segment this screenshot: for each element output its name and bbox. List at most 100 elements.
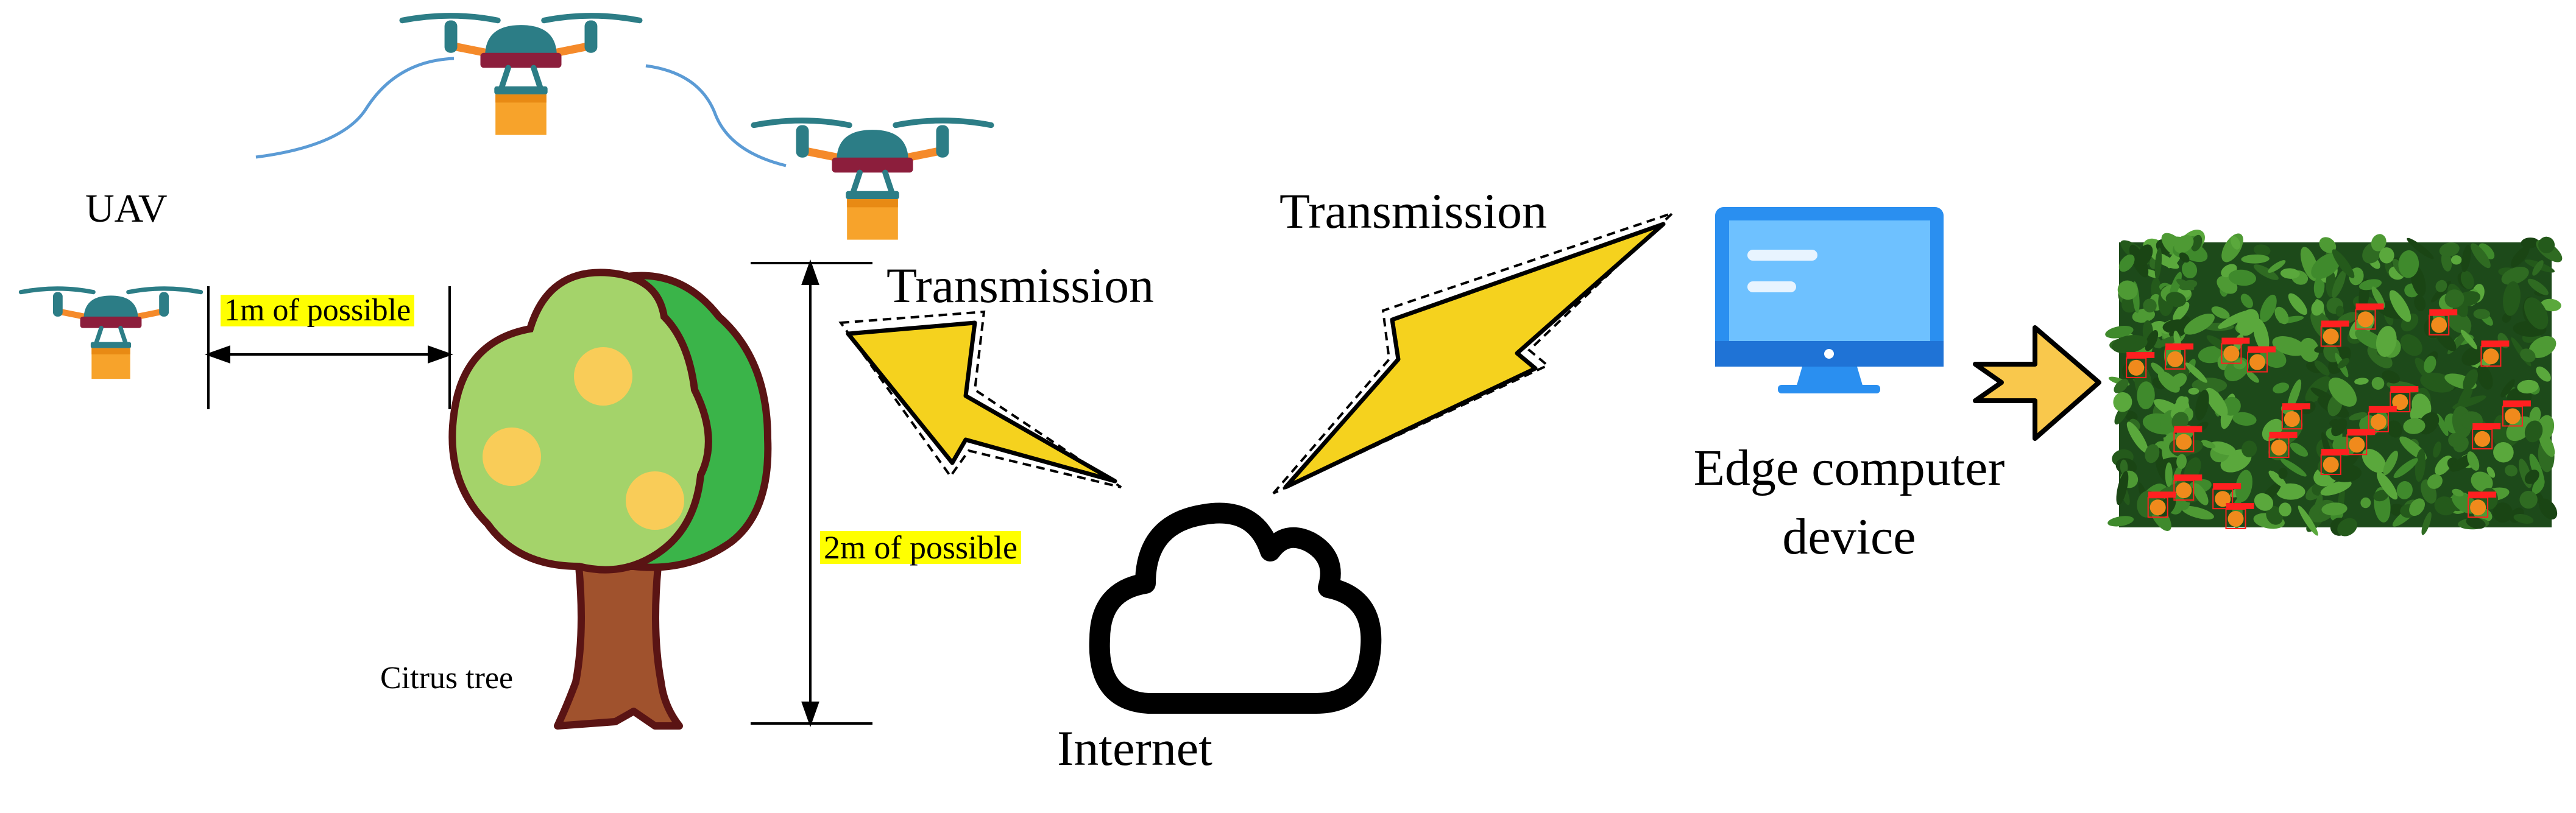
leaf: [2228, 269, 2257, 286]
leaf: [2165, 462, 2173, 487]
leaf: [2246, 371, 2259, 383]
leaf: [2486, 466, 2496, 478]
leaf: [2521, 238, 2539, 248]
leaf: [2436, 414, 2449, 437]
leaf: [2145, 329, 2159, 351]
leaf: [2376, 326, 2397, 357]
detection-tag: [2174, 426, 2203, 432]
leaf: [2382, 370, 2400, 384]
leaf: [2479, 243, 2495, 259]
leaf: [2273, 382, 2290, 393]
leaf: [2493, 502, 2513, 523]
leaf: [2460, 329, 2477, 350]
leaf: [2260, 294, 2277, 323]
leaf: [2335, 305, 2344, 317]
detected-orange: [2357, 311, 2374, 328]
leaf: [2135, 244, 2153, 267]
leaf: [2253, 264, 2279, 280]
leaf: [2435, 280, 2447, 292]
vertical-distance-marker: [751, 259, 872, 728]
leaf: [2524, 297, 2549, 329]
leaf: [2184, 313, 2215, 335]
leaf: [2339, 447, 2360, 470]
detection-tag: [2213, 483, 2242, 490]
detection-tag: [2174, 474, 2203, 481]
detected-orange: [2128, 359, 2145, 376]
leaf: [2268, 260, 2286, 273]
leaf: [2396, 481, 2413, 499]
orchard-photo: [2105, 230, 2563, 537]
leaf: [2400, 334, 2422, 356]
leaf: [2349, 412, 2368, 421]
monitor-icon: [1715, 207, 1944, 393]
detection-tag: [2468, 491, 2497, 498]
leaf: [2253, 318, 2270, 352]
detected-orange: [2271, 439, 2287, 456]
detection-tag: [2165, 343, 2194, 350]
leaf: [2313, 493, 2323, 521]
leaf: [2398, 250, 2419, 278]
leaf: [2272, 336, 2307, 356]
leaf: [2118, 254, 2135, 272]
leaf: [2510, 246, 2530, 267]
fruit-icon: [626, 471, 684, 530]
leaf: [2170, 373, 2187, 388]
leaf: [2433, 441, 2441, 458]
leaf: [2254, 493, 2274, 511]
leaf: [2373, 490, 2389, 502]
leaf: [2113, 392, 2132, 412]
detected-orange: [2249, 354, 2265, 370]
leaf: [2504, 465, 2518, 477]
leaf: [2205, 387, 2228, 417]
leaf: [2415, 448, 2426, 482]
leaf: [2527, 278, 2549, 295]
leaf: [2174, 234, 2194, 253]
fruit-icon: [483, 428, 541, 486]
leaf: [2137, 381, 2155, 410]
leaf: [2176, 454, 2187, 470]
leaf: [2311, 253, 2341, 280]
detection-tag: [2502, 400, 2531, 407]
detection-tag: [2429, 309, 2458, 315]
leaf: [2145, 444, 2160, 463]
leaf: [2232, 412, 2257, 426]
leaf: [2337, 518, 2357, 537]
leaf: [2461, 245, 2471, 272]
leaf: [2313, 275, 2325, 298]
leaf: [2201, 440, 2216, 449]
leaf: [2165, 292, 2187, 308]
detection-tag: [2269, 431, 2298, 438]
leaf: [2242, 440, 2257, 457]
leaf: [2513, 513, 2534, 524]
leaf: [2105, 325, 2134, 339]
leaf: [2501, 267, 2529, 285]
leaf: [2328, 377, 2357, 407]
detected-orange: [2227, 510, 2244, 527]
detected-orange: [2167, 351, 2184, 367]
flight-path-curve-left: [255, 57, 455, 159]
leaf: [2181, 505, 2214, 519]
leaf: [2532, 260, 2544, 276]
leaf: [2278, 467, 2288, 479]
leaf: [2319, 237, 2337, 253]
leaf: [2170, 396, 2189, 419]
leaf: [2383, 451, 2398, 476]
leaf: [2280, 268, 2300, 279]
leaf: [2387, 420, 2402, 438]
leaf: [2211, 306, 2230, 319]
leaf: [2471, 471, 2493, 492]
leaf: [2367, 345, 2393, 368]
leaf: [2473, 309, 2490, 320]
leaf: [2539, 498, 2558, 520]
detected-orange: [2474, 431, 2491, 447]
leaf: [2528, 336, 2557, 358]
leaf: [2237, 309, 2259, 336]
leaf: [2536, 366, 2551, 382]
leaf: [2231, 236, 2241, 250]
detection-tag: [2226, 502, 2254, 509]
leaf: [2444, 289, 2465, 308]
leaf: [2274, 306, 2289, 325]
leaf: [2532, 477, 2545, 494]
edge-device-label: Edge computer device: [1645, 434, 2053, 572]
leaf: [2358, 279, 2382, 290]
